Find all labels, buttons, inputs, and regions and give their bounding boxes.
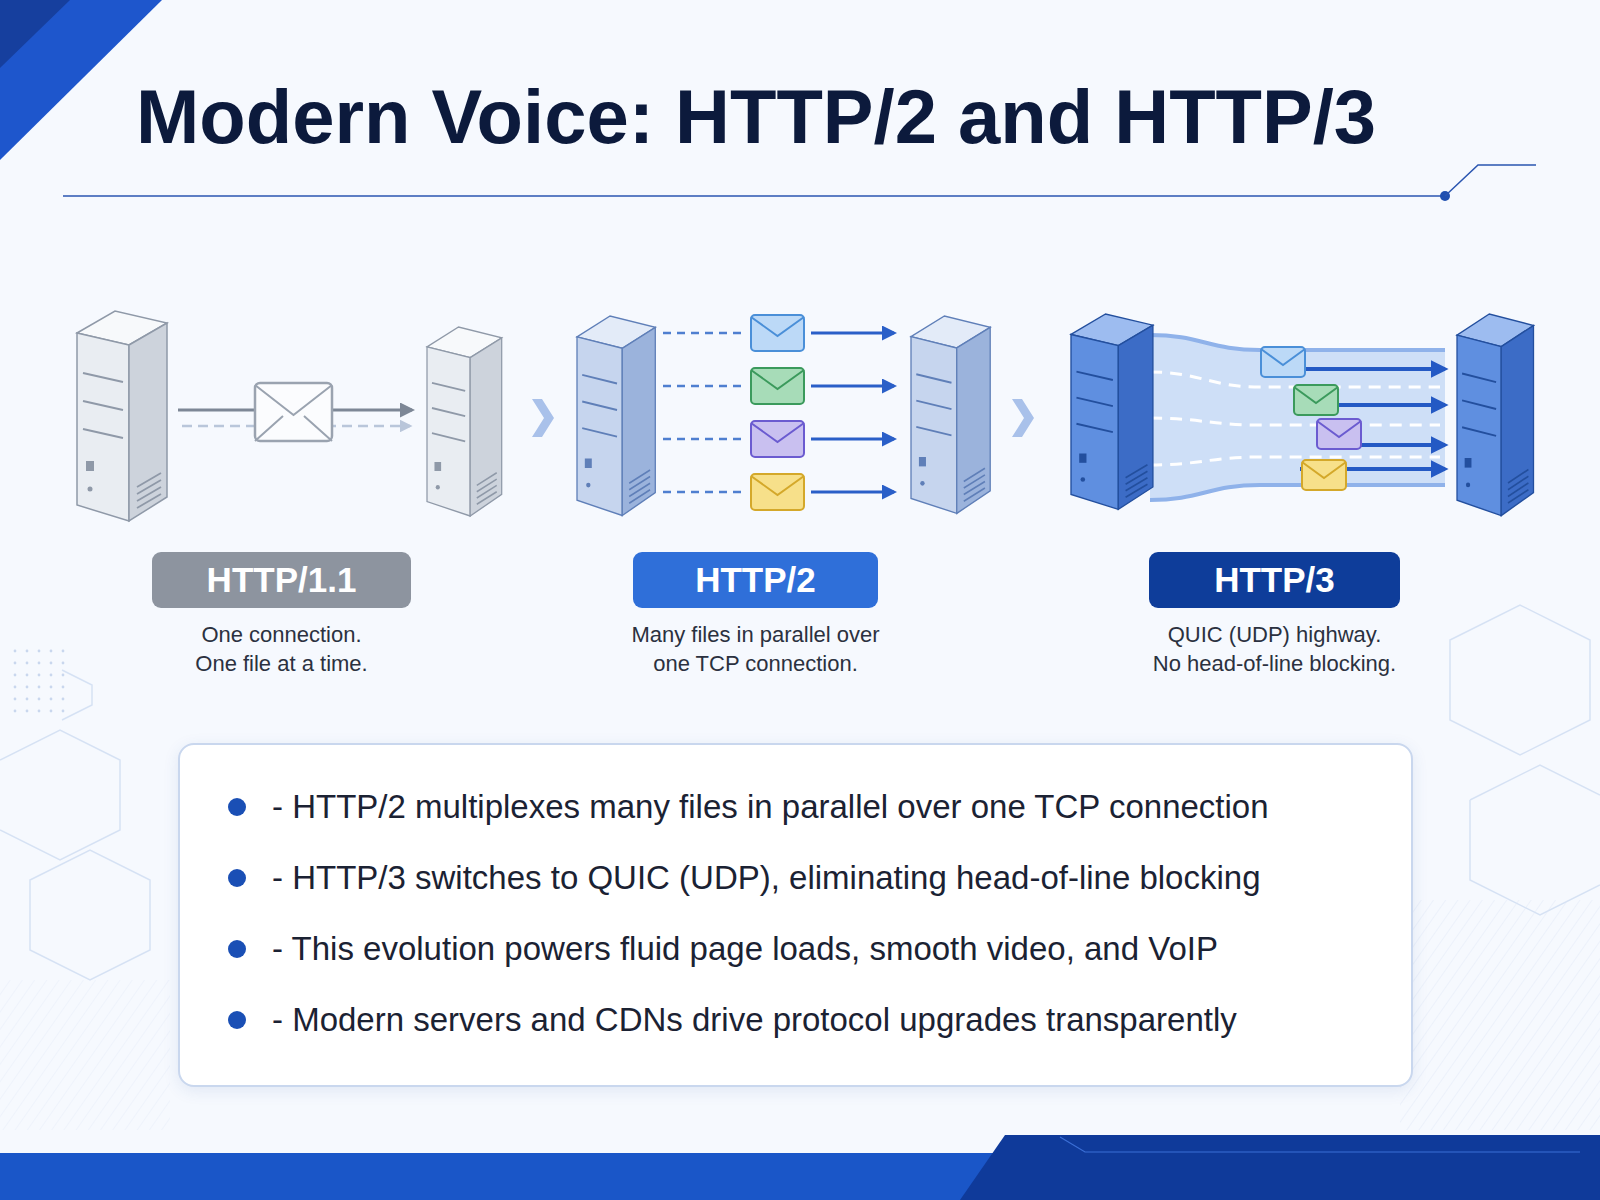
envelope-flap xyxy=(1317,421,1361,437)
stream-row xyxy=(663,368,894,404)
stream-arrow xyxy=(811,438,894,441)
server-icon xyxy=(77,311,167,521)
envelope-icon xyxy=(751,474,804,510)
bullet-point: - HTTP/3 switches to QUIC (UDP), elimina… xyxy=(272,842,1411,913)
envelope-icon xyxy=(1261,347,1305,377)
envelope-icon xyxy=(751,421,804,457)
server-icon xyxy=(911,316,990,513)
envelope-flap xyxy=(255,385,332,441)
protocol-caption: Many files in parallel over one TCP conn… xyxy=(625,620,887,678)
protocol-caption: QUIC (UDP) highway. No head-of-line bloc… xyxy=(1152,620,1398,678)
envelope-icon xyxy=(1302,460,1346,490)
diagram-title: Modern Voice: HTTP/2 and HTTP/3 xyxy=(136,72,1376,162)
protocol-label: HTTP/1.1 xyxy=(152,552,411,608)
bullet-point: - Modern servers and CDNs drive protocol… xyxy=(272,984,1411,1055)
protocol-pill: HTTP/2Many files in parallel over one TC… xyxy=(633,552,878,608)
summary-box: - HTTP/2 multiplexes many files in paral… xyxy=(178,743,1413,1087)
step-chevron xyxy=(532,399,554,437)
envelope-flap xyxy=(1261,349,1305,365)
dot-grid xyxy=(8,648,68,718)
stream-dash xyxy=(663,438,745,441)
stream-row xyxy=(663,315,894,351)
bullet-point: - This evolution powers fluid page loads… xyxy=(272,913,1411,984)
hex-decoration xyxy=(1450,605,1600,915)
quic-highway xyxy=(1150,335,1445,500)
footer-line xyxy=(1060,1137,1580,1152)
server-icon xyxy=(1071,314,1153,509)
footer-accent xyxy=(960,1135,1600,1200)
envelope-icon xyxy=(751,315,804,351)
envelope-flap xyxy=(1302,462,1346,478)
bullet-point: - HTTP/2 multiplexes many files in paral… xyxy=(272,771,1411,842)
stream-dash xyxy=(663,385,745,388)
title-rule xyxy=(63,195,1445,197)
protocol-label: HTTP/3 xyxy=(1149,552,1400,608)
envelope-flap xyxy=(1294,387,1338,403)
highway-lane xyxy=(1150,372,1440,465)
highway-edge xyxy=(1150,335,1445,500)
server-icon xyxy=(427,327,502,516)
stream-row xyxy=(663,421,894,457)
envelope-icon xyxy=(1294,385,1338,415)
protocol-pill: HTTP/1.1One connection. One file at a ti… xyxy=(152,552,411,608)
envelope-icon xyxy=(751,368,804,404)
server-icon xyxy=(1457,314,1534,516)
hex-decoration xyxy=(62,670,92,720)
stream-dash xyxy=(663,491,745,494)
envelope-flap xyxy=(751,317,804,336)
corner-accent xyxy=(0,0,70,68)
hatch-decoration xyxy=(1400,900,1600,1130)
hex-decoration xyxy=(0,730,150,980)
stream-arrow xyxy=(811,491,894,494)
envelope-flap xyxy=(751,370,804,389)
step-chevron xyxy=(1012,399,1034,437)
stream-dash xyxy=(663,332,745,335)
stream-arrow xyxy=(811,332,894,335)
envelope-icon xyxy=(1317,419,1361,449)
protocol-label: HTTP/2 xyxy=(633,552,878,608)
envelope-icon xyxy=(255,383,332,441)
server-icon xyxy=(577,316,655,516)
stream-arrow xyxy=(811,385,894,388)
rule-tail xyxy=(1445,165,1536,196)
envelope-flap xyxy=(751,423,804,442)
envelope-flap xyxy=(751,476,804,495)
protocol-caption: One connection. One file at a time. xyxy=(187,620,377,678)
stream-row xyxy=(663,474,894,510)
hatch-decoration xyxy=(0,980,170,1130)
protocol-pill: HTTP/3QUIC (UDP) highway. No head-of-lin… xyxy=(1149,552,1400,608)
